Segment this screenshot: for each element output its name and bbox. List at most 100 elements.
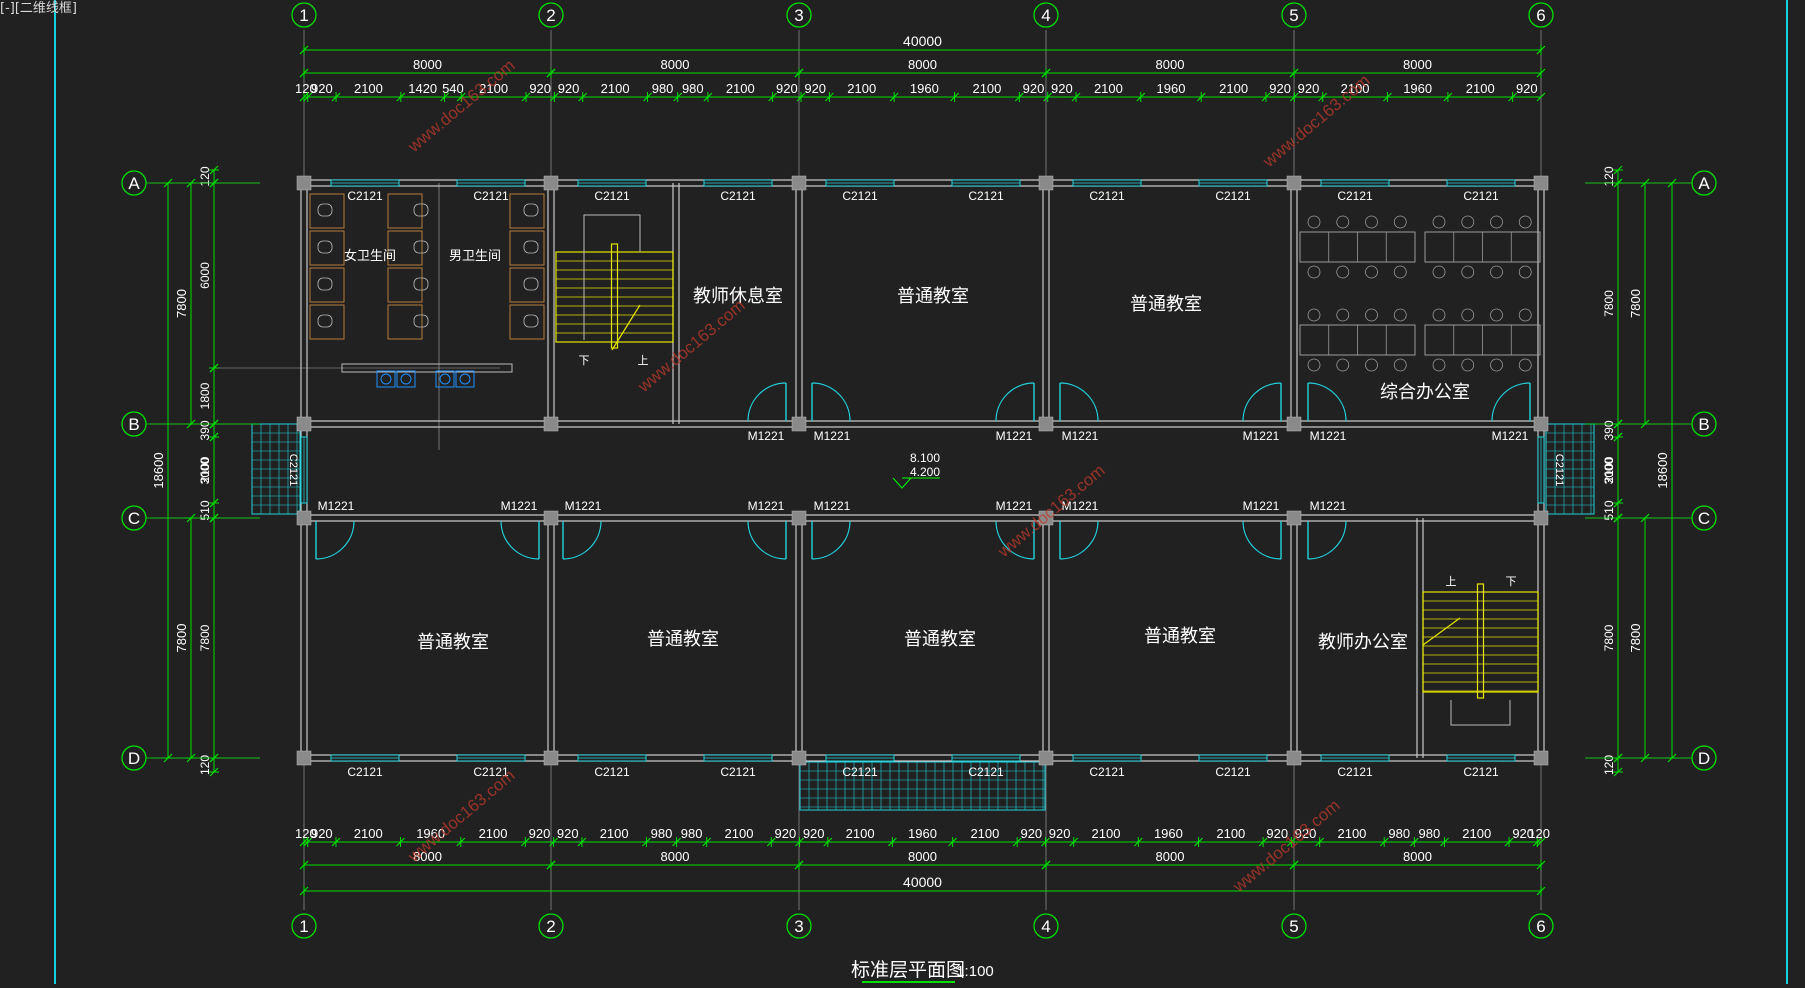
dim-bottom-bay-3: 8000 — [794, 849, 1051, 870]
door-upper-5 — [1242, 382, 1282, 422]
desk-block-1-chair-top — [1365, 215, 1378, 229]
column-1 — [296, 416, 312, 432]
stair-up-label-1: 上 — [638, 354, 649, 367]
dim-bottom-detail-text-14: 1960 — [908, 826, 937, 841]
desk-block-2-chair-top — [1490, 215, 1503, 229]
window-bottom-1 — [330, 754, 400, 762]
viewport-label[interactable]: [-][二维线框] — [0, 1, 77, 16]
dim-bottom-detail-tick — [1041, 837, 1050, 847]
dim-top-detail-tick — [796, 92, 806, 102]
dim-left-inner-7-text: 510 — [198, 500, 212, 520]
wall-col-3-top — [795, 183, 803, 424]
desk-block-4 — [1424, 308, 1541, 372]
dim-left-inner-2-text: 6000 — [198, 262, 212, 289]
dim-left-inner-7-tick — [209, 498, 219, 508]
dim-bottom-detail-tick — [1440, 837, 1449, 847]
door-upper-7 — [1491, 382, 1531, 422]
dim-top-detail-tick — [889, 92, 899, 102]
wall-col-2-top — [547, 183, 555, 424]
dim-bottom-detail-text-9: 980 — [681, 826, 703, 841]
dim-top-detail-text-21: 2100 — [1219, 81, 1248, 96]
dim-right-inner-2: 7800 — [1602, 178, 1623, 429]
axis-bubble-bottom-1-label: 1 — [299, 917, 308, 936]
column-3 — [791, 750, 807, 766]
door-upper-6 — [1307, 382, 1347, 422]
wall-col-3-bottom — [795, 518, 803, 758]
dim-bottom-detail-tick — [948, 837, 958, 847]
window-tag-top-2: C2121 — [473, 189, 509, 203]
dim-bottom-detail-tick — [1379, 837, 1389, 847]
dim-right-inner-2-text: 7800 — [1602, 290, 1616, 317]
door-lower-8 — [1242, 520, 1282, 560]
room-label-teacher-office: 教师办公室 — [1318, 632, 1408, 653]
dim-right-inner-7-text: 7800 — [1602, 624, 1616, 651]
dim-bottom-detail-tick — [1194, 837, 1203, 847]
window-tag-top-4: C2121 — [720, 189, 756, 203]
wc-cubicle-left-2 — [309, 230, 345, 266]
window-top-7 — [1072, 179, 1142, 187]
column-2 — [543, 416, 559, 432]
window-tag-top-1: C2121 — [347, 189, 383, 203]
dim-top-detail-text-16: 2100 — [972, 81, 1001, 96]
stairs — [555, 214, 1539, 726]
dim-bottom-detail-text-20: 2100 — [1216, 826, 1245, 841]
window-top-10 — [1446, 179, 1516, 187]
axis-bubble-top-6-label: 6 — [1536, 6, 1545, 25]
dim-bottom-total-tick — [1536, 886, 1546, 896]
dim-left-inner-3: 1800 — [198, 363, 219, 429]
dim-left-inner-9: 120 — [198, 753, 219, 777]
dim-top-detail-tick — [1196, 92, 1206, 102]
dim-bottom-bay-3-text: 8000 — [908, 849, 937, 864]
room-label-mens-wc: 男卫生间 — [449, 249, 501, 264]
watermark-6: www.doc163.com — [1229, 796, 1344, 897]
dim-left-inner-3-text: 1800 — [198, 382, 212, 409]
wc-cubicle-left-1 — [309, 193, 345, 229]
door-tag-lower-3: M1221 — [565, 499, 602, 513]
window-tag-bottom-4: C2121 — [720, 765, 756, 779]
dim-bottom-bay-2-tick — [546, 860, 556, 870]
axis-bubble-left-D: D — [121, 745, 147, 771]
dim-top-total-tick — [1536, 45, 1546, 55]
dim-right-inner-6-text: 510 — [1602, 500, 1616, 520]
annotations: 女卫生间 男卫生间 教师休息室 普通教室 普通教室 综合办公室 普通教室 普通教… — [344, 248, 1517, 983]
wall-lounge-stair — [672, 183, 680, 424]
desk-block-3-chair-bottom — [1393, 358, 1407, 372]
axis-bubble-left-D-label: D — [128, 749, 140, 768]
sink-1 — [376, 370, 396, 388]
window-tag-top-8: C2121 — [1215, 189, 1251, 203]
dim-top-detail-tick — [1071, 92, 1081, 102]
dim-bottom-bay-4-text: 8000 — [1156, 849, 1185, 864]
room-label-womens-wc: 女卫生间 — [344, 248, 396, 264]
level-lower: 4.200 — [910, 465, 940, 479]
dim-left-inner-4-text: 390 — [198, 420, 212, 440]
dim-left-inner-1-tick — [209, 165, 219, 175]
hatch-entrance-canopy — [799, 761, 1046, 811]
column-5 — [1286, 750, 1302, 766]
dim-bottom-detail-text-12: 920 — [803, 826, 825, 841]
desk-block-4-chair-top — [1490, 308, 1503, 322]
dim-top-detail-text-2: 2100 — [354, 81, 383, 96]
drawing-title: 标准层平面图 — [851, 959, 965, 981]
stair-lower-arrow — [1422, 617, 1461, 646]
column-3 — [791, 510, 807, 526]
axis-bubble-right-C-label: C — [1698, 509, 1710, 528]
door-tag-lower-4: M1221 — [748, 499, 785, 513]
column-3 — [791, 175, 807, 191]
dim-bottom-detail-text-1: 920 — [311, 826, 333, 841]
wc-cubicle-right-2 — [509, 230, 545, 266]
dim-top-detail-text-1: 920 — [311, 81, 333, 96]
wc-cubicle-right-3 — [509, 267, 545, 303]
axis-bubble-bottom-2-label: 2 — [546, 917, 555, 936]
desk-block-3-chair-bottom — [1307, 358, 1321, 372]
axis-bubble-bottom-4-label: 4 — [1041, 917, 1050, 936]
stair-down-label-1: 下 — [579, 354, 590, 367]
dim-top-detail-tick — [673, 92, 683, 102]
window-tag-bottom-8: C2121 — [1215, 765, 1251, 779]
axis-bubble-bottom-6: 6 — [1528, 913, 1554, 939]
dim-top-detail-tick — [1508, 92, 1518, 102]
wall-col-1-top — [300, 183, 308, 424]
